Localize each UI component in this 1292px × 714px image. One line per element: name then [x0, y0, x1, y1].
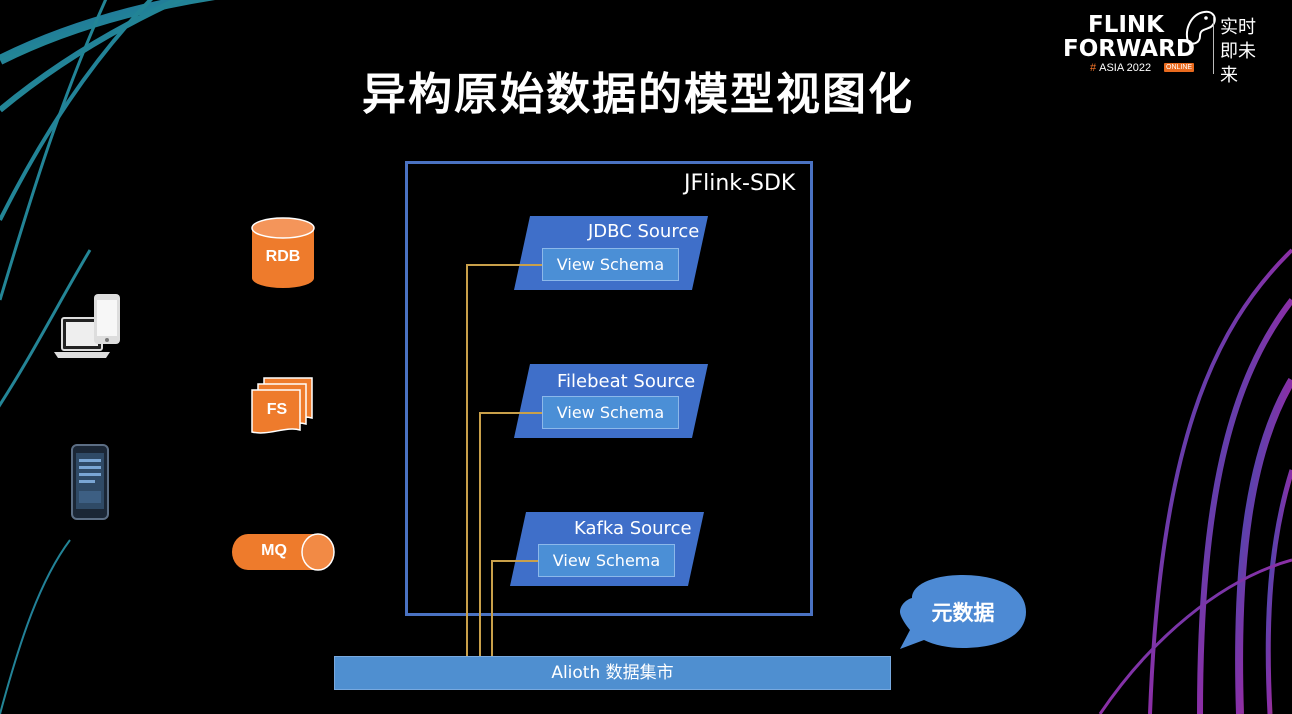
logo-edition: ASIA 2022: [1099, 62, 1152, 74]
filebeat-view-schema[interactable]: View Schema: [542, 396, 679, 429]
logo-line-2: FORWARD: [1063, 36, 1195, 62]
fs-label: FS: [266, 401, 288, 418]
logo-slogan: 实时即未来: [1220, 17, 1256, 86]
alioth-data-mart-bar[interactable]: Alioth 数据集市: [334, 656, 891, 690]
rdb-label: RDB: [265, 248, 301, 265]
connector-jdbc: [466, 264, 542, 656]
online-badge: ONLINE: [1164, 63, 1195, 72]
logo-line-1: FLINK: [1088, 12, 1164, 38]
page-title: 异构原始数据的模型视图化: [362, 69, 914, 120]
squirrel-icon: [1186, 10, 1216, 45]
rdb-database-icon: [251, 217, 315, 288]
fs-files-icon: [251, 377, 313, 434]
logo-divider: [1213, 16, 1214, 74]
metadata-callout-text: 元数据: [931, 601, 995, 625]
kafka-view-schema[interactable]: View Schema: [538, 544, 675, 577]
flink-forward-logo: FLINK FORWARD #ASIA 2022 ONLINE 实时即未来: [1060, 8, 1260, 86]
filebeat-source-label: Filebeat Source: [557, 371, 696, 392]
connector-filebeat: [479, 412, 542, 656]
jflink-sdk-frame: [405, 161, 813, 616]
jdbc-view-schema[interactable]: View Schema: [542, 248, 679, 281]
mq-queue-icon: [232, 533, 335, 571]
laptop-phone-icon: [54, 294, 120, 358]
jflink-sdk-label: JFlink-SDK: [684, 171, 796, 196]
mq-label: MQ: [261, 542, 287, 559]
connector-kafka: [491, 560, 538, 656]
metadata-callout-bubble: [900, 575, 1026, 649]
jdbc-source-label: JDBC Source: [588, 221, 700, 242]
kafka-source-label: Kafka Source: [574, 518, 692, 539]
tablet-icon: [71, 444, 109, 520]
logo-line-3: #ASIA 2022: [1090, 62, 1151, 74]
logo-hash: #: [1090, 62, 1097, 74]
